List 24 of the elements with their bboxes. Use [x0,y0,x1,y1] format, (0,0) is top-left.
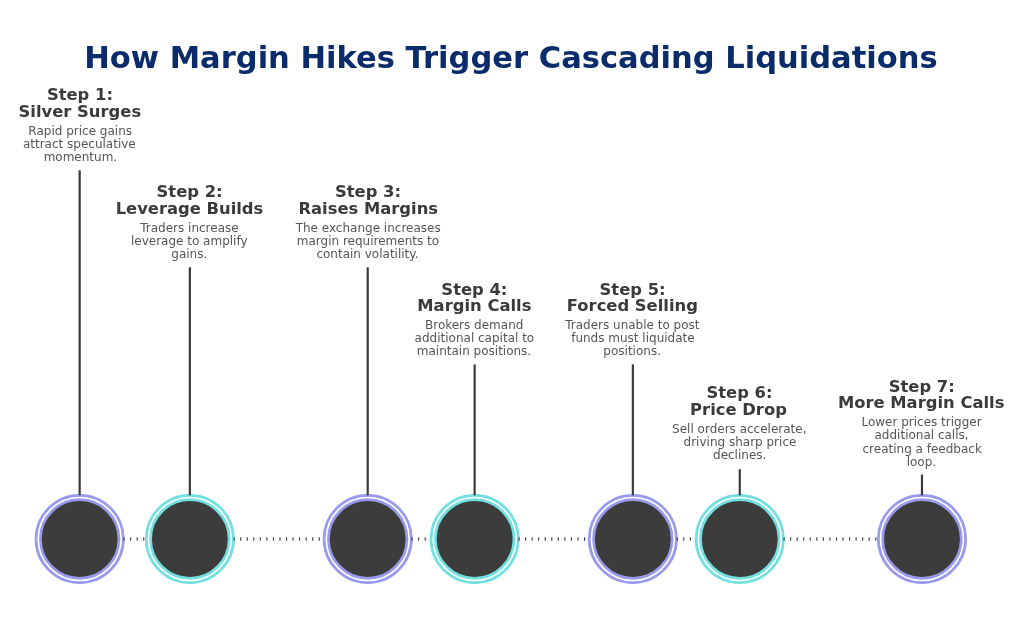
node-circle [694,493,785,584]
node-circle [144,493,235,584]
connector [78,169,81,495]
connector [123,536,146,541]
node-text: Step 1: Silver Surges Rapid price gains attract speculative momentum. [18,84,142,164]
connector [188,266,191,495]
node-text: Step 3: Raises Margins The exchange increases margin requirements to contain volatility. [295,181,441,261]
connector [366,266,369,495]
node-text: Step 2: Leverage Builds Traders increase leverage to amplify gains. [115,181,264,261]
node-circle [876,493,967,584]
node-circle [587,493,678,584]
connector [473,363,476,495]
node-circle [429,493,520,584]
node-text: Step 6: Price Drop Sell orders accelerate, driving sharp price declines. [672,382,807,462]
connector [631,363,634,495]
node-text: Step 7: More Margin Calls Lower prices trigger additional calls, creating a feedback loop. [837,376,1005,469]
connector [920,474,924,495]
connector [738,468,741,495]
node-text: Step 5: Forced Selling Traders unable to post funds must liquidate positions. [565,279,700,358]
node-circle [34,493,125,584]
connector [783,536,879,541]
node-text: Step 4: Margin Calls Brokers demand additional capital to maintain positions. [414,279,535,358]
node-circle [322,493,413,584]
diagram-title: How Margin Hikes Trigger Cascading Liquidations [84,39,938,75]
